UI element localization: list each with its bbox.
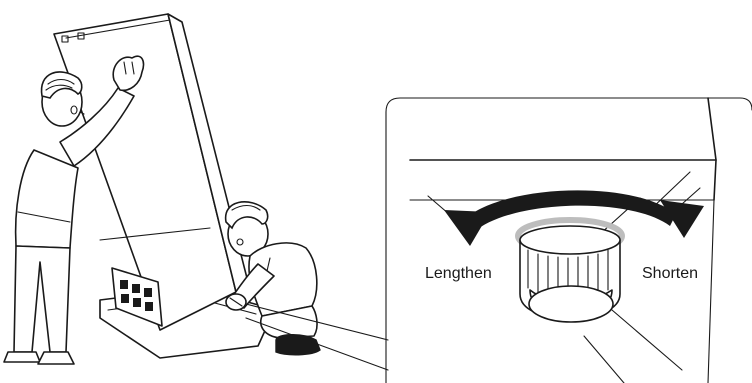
shorten-label: Shorten bbox=[642, 265, 698, 282]
standing-person bbox=[3, 55, 145, 365]
zoom-detail-panel: Lengthen Shorten bbox=[385, 97, 752, 383]
tilting-scene bbox=[3, 13, 389, 371]
callout-lines bbox=[245, 303, 389, 371]
crouching-person bbox=[224, 201, 321, 356]
vent-grille bbox=[111, 267, 163, 327]
lengthen-label: Lengthen bbox=[425, 265, 492, 282]
double-headed-curved-arrow-icon bbox=[444, 190, 704, 246]
appliance-cabinet bbox=[53, 13, 251, 331]
adjustable-foot-knob bbox=[515, 217, 625, 323]
